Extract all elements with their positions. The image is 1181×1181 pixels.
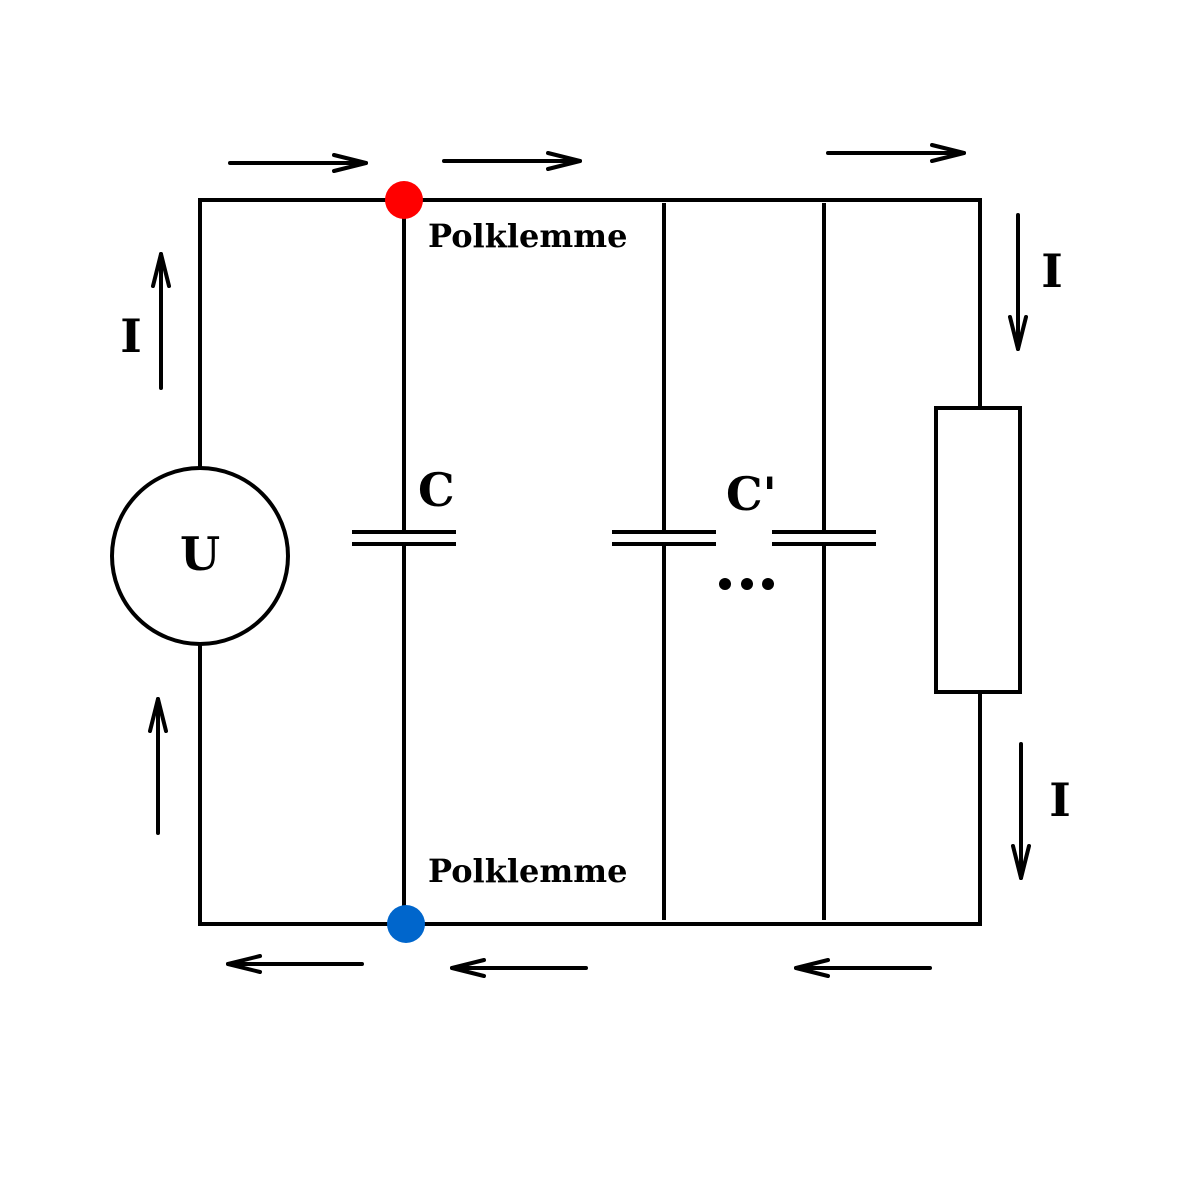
arrow-left-icon (226, 954, 364, 974)
voltage-source: U (110, 466, 290, 646)
current-arrows-right (1008, 213, 1031, 880)
arrow-left-icon (794, 958, 932, 978)
arrow-right-icon (442, 151, 582, 171)
current-arrows-bottom (226, 954, 932, 978)
capacitor-c-prime-2 (772, 203, 876, 920)
arrow-up-icon (148, 697, 168, 835)
load-resistor (934, 406, 1022, 694)
arrow-down-icon (1008, 213, 1028, 351)
terminal-bottom-dot[interactable] (387, 905, 425, 943)
left-top-wire (198, 198, 982, 470)
terminal-top-label: Polklemme (428, 217, 627, 255)
voltage-source-label: U (180, 527, 220, 581)
terminal-bottom-label: Polklemme (428, 852, 627, 890)
capacitor-c: C (352, 198, 456, 926)
current-label-right-lower: I (1049, 773, 1071, 827)
current-arrows-top (228, 143, 966, 173)
terminal-top-dot[interactable] (385, 181, 423, 219)
arrow-left-icon (450, 958, 588, 978)
capacitor-c-prime-label: C' (726, 467, 777, 521)
voltage-source-circle (110, 466, 290, 646)
capacitor-c-prime-1 (612, 203, 716, 920)
current-label-right-upper: I (1041, 244, 1063, 298)
arrow-up-icon (151, 252, 171, 390)
current-label-left: I (120, 309, 142, 363)
ellipsis-dots (719, 578, 774, 590)
left-bottom-wire (198, 642, 982, 926)
arrow-right-icon (228, 153, 368, 173)
capacitor-c-label: C (418, 463, 455, 517)
circuit-wires (198, 198, 982, 926)
arrow-down-icon (1011, 742, 1031, 880)
arrow-right-icon (826, 143, 966, 163)
ellipsis-dot (762, 578, 774, 590)
ellipsis-dot (719, 578, 731, 590)
current-arrows-left (148, 252, 171, 835)
ellipsis-dot (741, 578, 753, 590)
